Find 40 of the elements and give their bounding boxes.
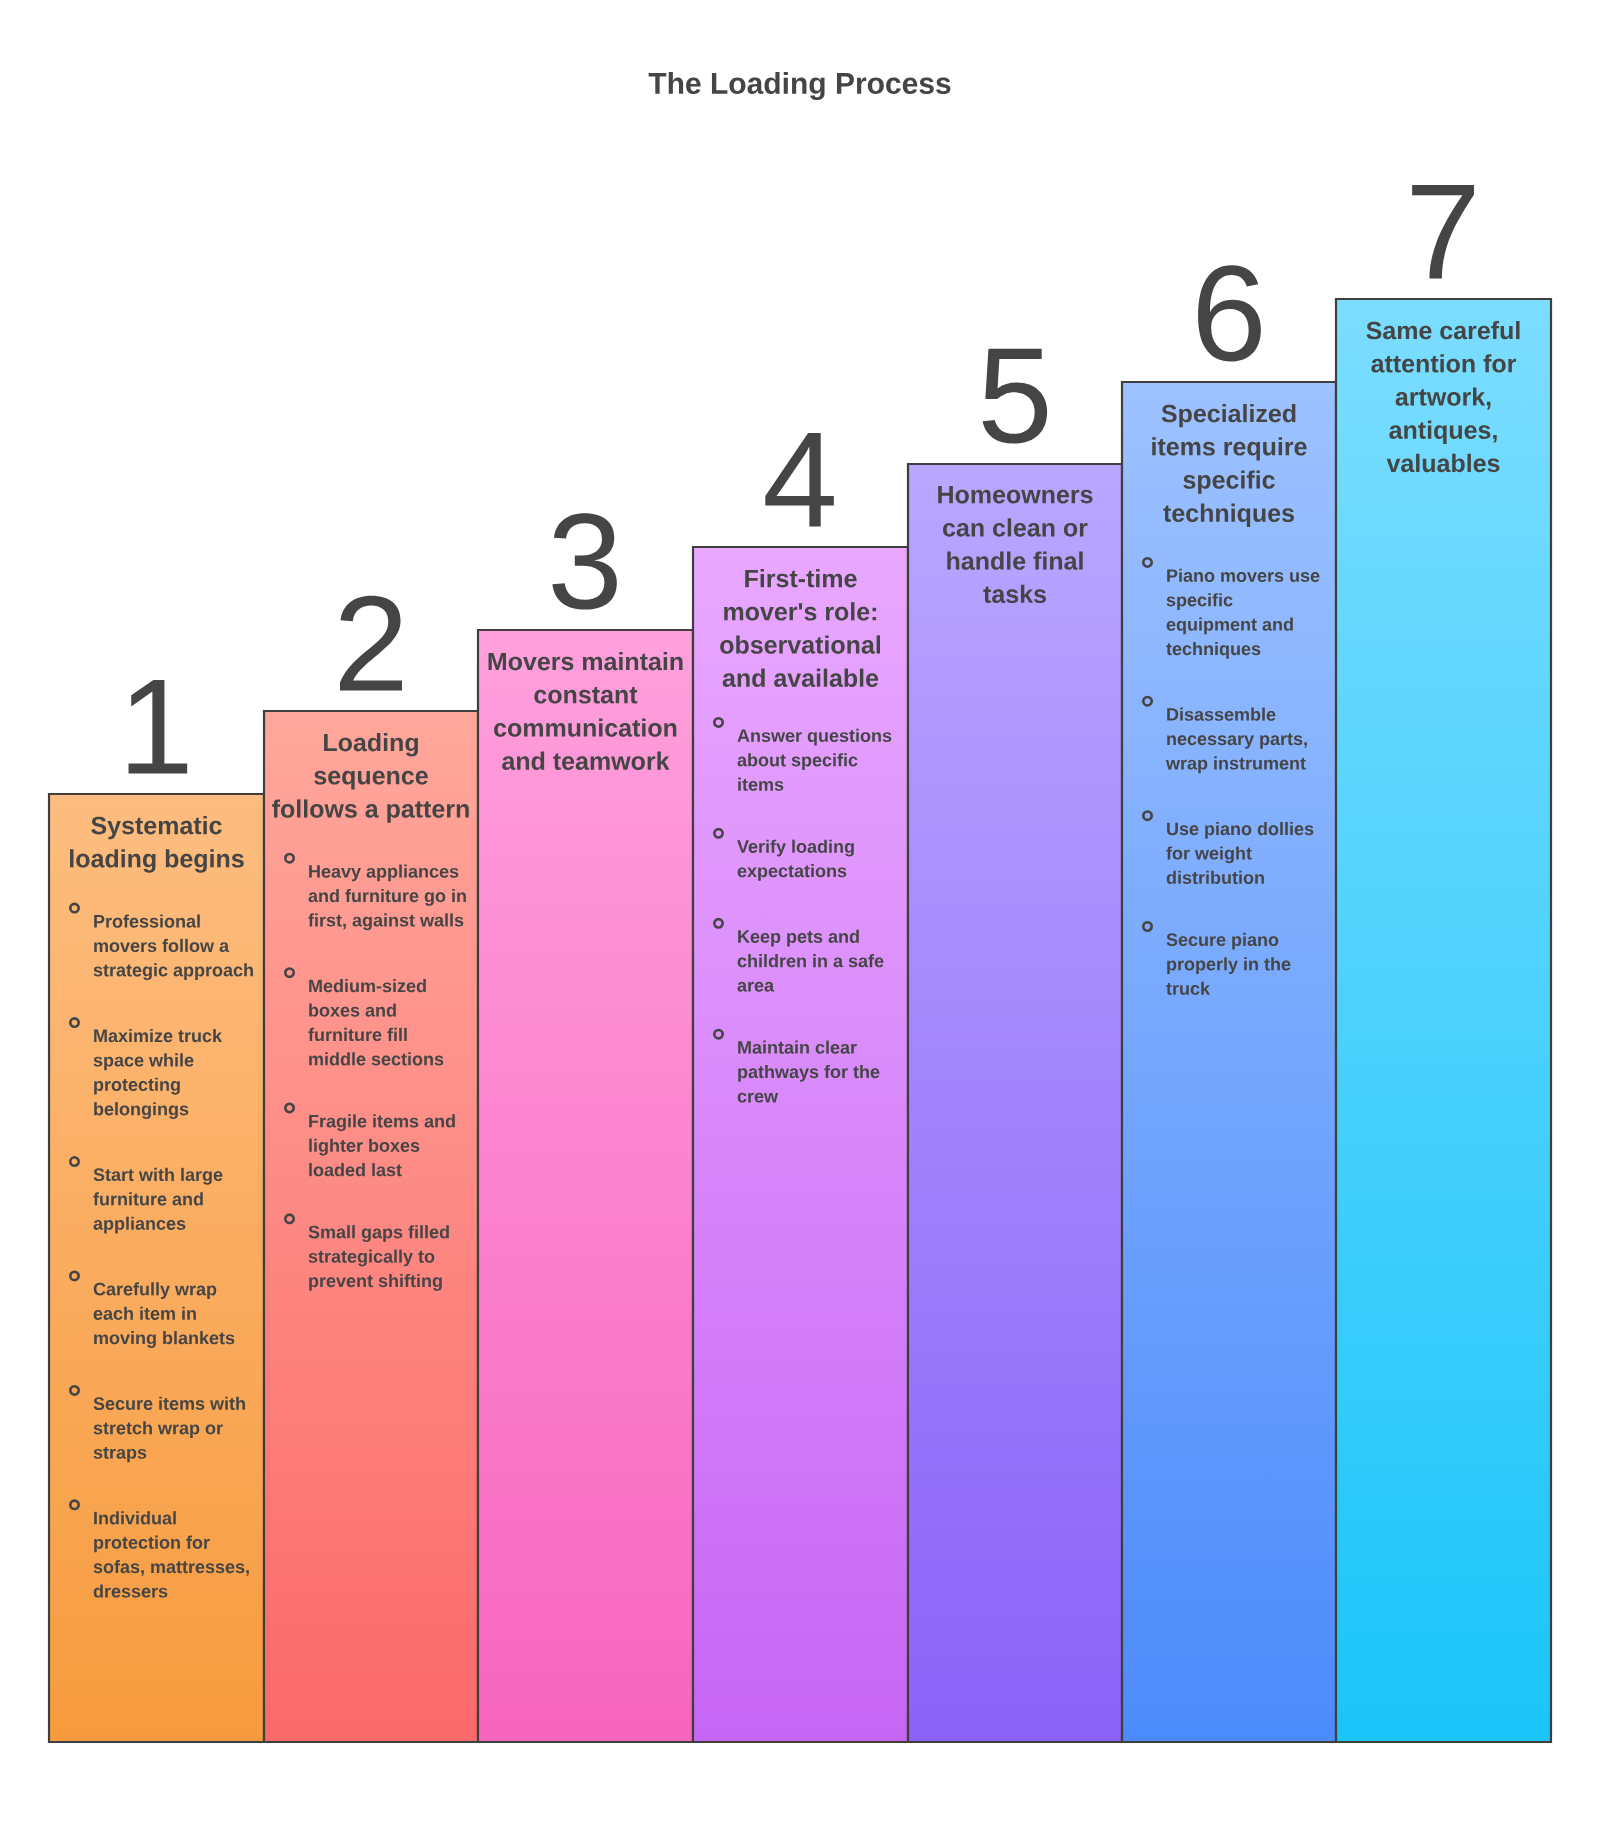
bullet-point: Disassemble necessary parts, wrap instrument [1142,695,1307,774]
bullet-point: Medium-sized boxes and furniture fill middle sections [284,967,444,1066]
step-column [262,709,480,1744]
step-number: 1 [128,680,188,774]
step-column [906,462,1124,1744]
bullet-point: Keep pets and children in a safe area [713,917,884,992]
bullet-point: Answer questions about specific items [713,716,892,791]
bullet-point: Maintain clear pathways for the crew [713,1028,880,1103]
bullet-point: Secure piano properly in the truck [1142,921,1291,995]
bullet-point: Start with large furniture and appliances [69,1156,223,1234]
bullet-point: Fragile items and lighter boxes loaded last [284,1102,455,1177]
step-column [47,792,266,1744]
step-heading: First-time mover's role: observational and available [720,569,880,687]
bullet-point: Use piano dollies for weight distribution [1142,810,1314,884]
bullet-point: Secure items with stretch wrap or straps [69,1384,245,1463]
bullet-point: Small gaps filled strategically to prevent shifting [284,1213,449,1291]
bullet-point: Carefully wrap each item in moving blankets [69,1270,235,1348]
step-number: 3 [552,513,617,610]
step-heading: Homeowners can clean or handle final tasks [938,486,1093,604]
bullet-point: Maximize truck space while protecting belongings [69,1017,223,1120]
step-heading: Systematic loading begins [70,816,244,873]
step-heading: Loading sequence follows a pattern [272,733,469,823]
bullet-point: Heavy appliances and furniture go in first, against walls [284,852,466,931]
bullet-point: Professional movers follow a strategic approach [69,902,253,981]
step-number: 5 [982,348,1048,444]
step-heading: Movers maintain constant communication and teamwork [488,652,683,770]
step-heading: Same careful attention for artwork, antiques, valuables [1366,321,1520,473]
step-number: 4 [765,433,834,527]
step-column [1334,297,1553,1744]
step-column [1120,380,1338,1744]
step-number: 2 [340,595,402,691]
bullet-point: Verify loading expectations [713,827,854,881]
bullet-point: Individual protection for sofas, mattresses, dressers [69,1499,249,1598]
step-column [691,545,910,1744]
step-number: 6 [1198,265,1261,362]
bullet-point: Piano movers use specific equipment and techniques [1142,556,1320,659]
title: The Loading Process [648,71,951,101]
step-number: 7 [1412,185,1474,279]
step-heading: Specialized items require specific techniques [1152,404,1307,527]
step-column [476,628,695,1744]
